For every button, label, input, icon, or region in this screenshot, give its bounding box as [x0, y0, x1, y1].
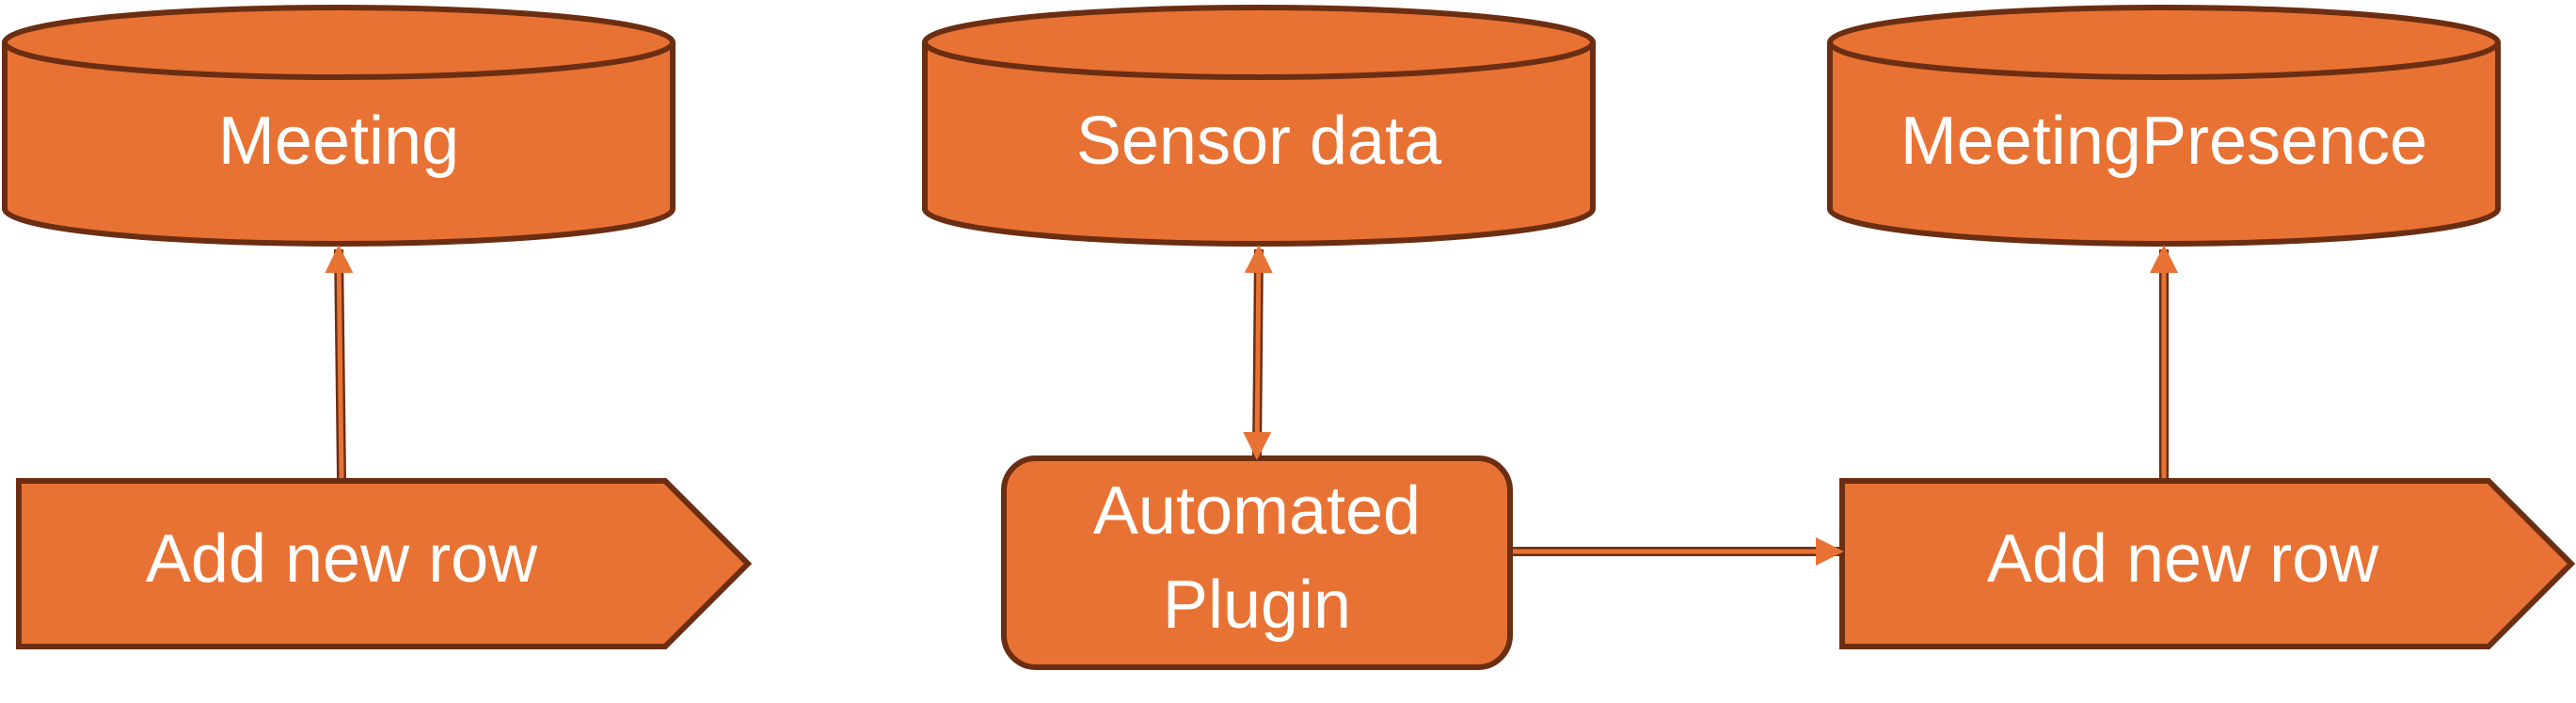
database-sensor-data-label: Sensor data	[1076, 104, 1442, 179]
step-add-new-row-left-label: Add new row	[146, 521, 538, 597]
process-automated-plugin[interactable]: Automated Plugin	[1001, 455, 1513, 670]
step-add-new-row-left[interactable]: Add new row	[16, 478, 753, 649]
database-sensor-data[interactable]: Sensor data	[922, 5, 1596, 247]
database-meeting-presence[interactable]: MeetingPresence	[1827, 5, 2501, 247]
database-meeting-label: Meeting	[218, 104, 459, 179]
database-sensor-data-top	[922, 5, 1596, 80]
step-add-new-row-right[interactable]: Add new row	[1839, 478, 2576, 649]
connector-plugin-sensor-bidirectional	[1243, 245, 1273, 460]
step-add-new-row-right-label: Add new row	[1987, 521, 2379, 597]
process-automated-plugin-label-line2: Plugin	[1163, 567, 1351, 643]
database-meeting-top	[2, 5, 676, 80]
database-meeting-body	[2, 42, 676, 247]
database-sensor-data-body	[922, 42, 1596, 247]
step-add-new-row-left-shape	[16, 478, 753, 649]
database-meeting-presence-label: MeetingPresence	[1900, 104, 2427, 179]
process-automated-plugin-label-line1: Automated	[1093, 473, 1421, 549]
database-meeting[interactable]: Meeting	[2, 5, 676, 247]
step-add-new-row-right-shape	[1839, 478, 2576, 649]
database-meeting-presence-body	[1827, 42, 2501, 247]
database-meeting-presence-top	[1827, 5, 2501, 80]
connector-left-to-meeting	[325, 245, 354, 479]
